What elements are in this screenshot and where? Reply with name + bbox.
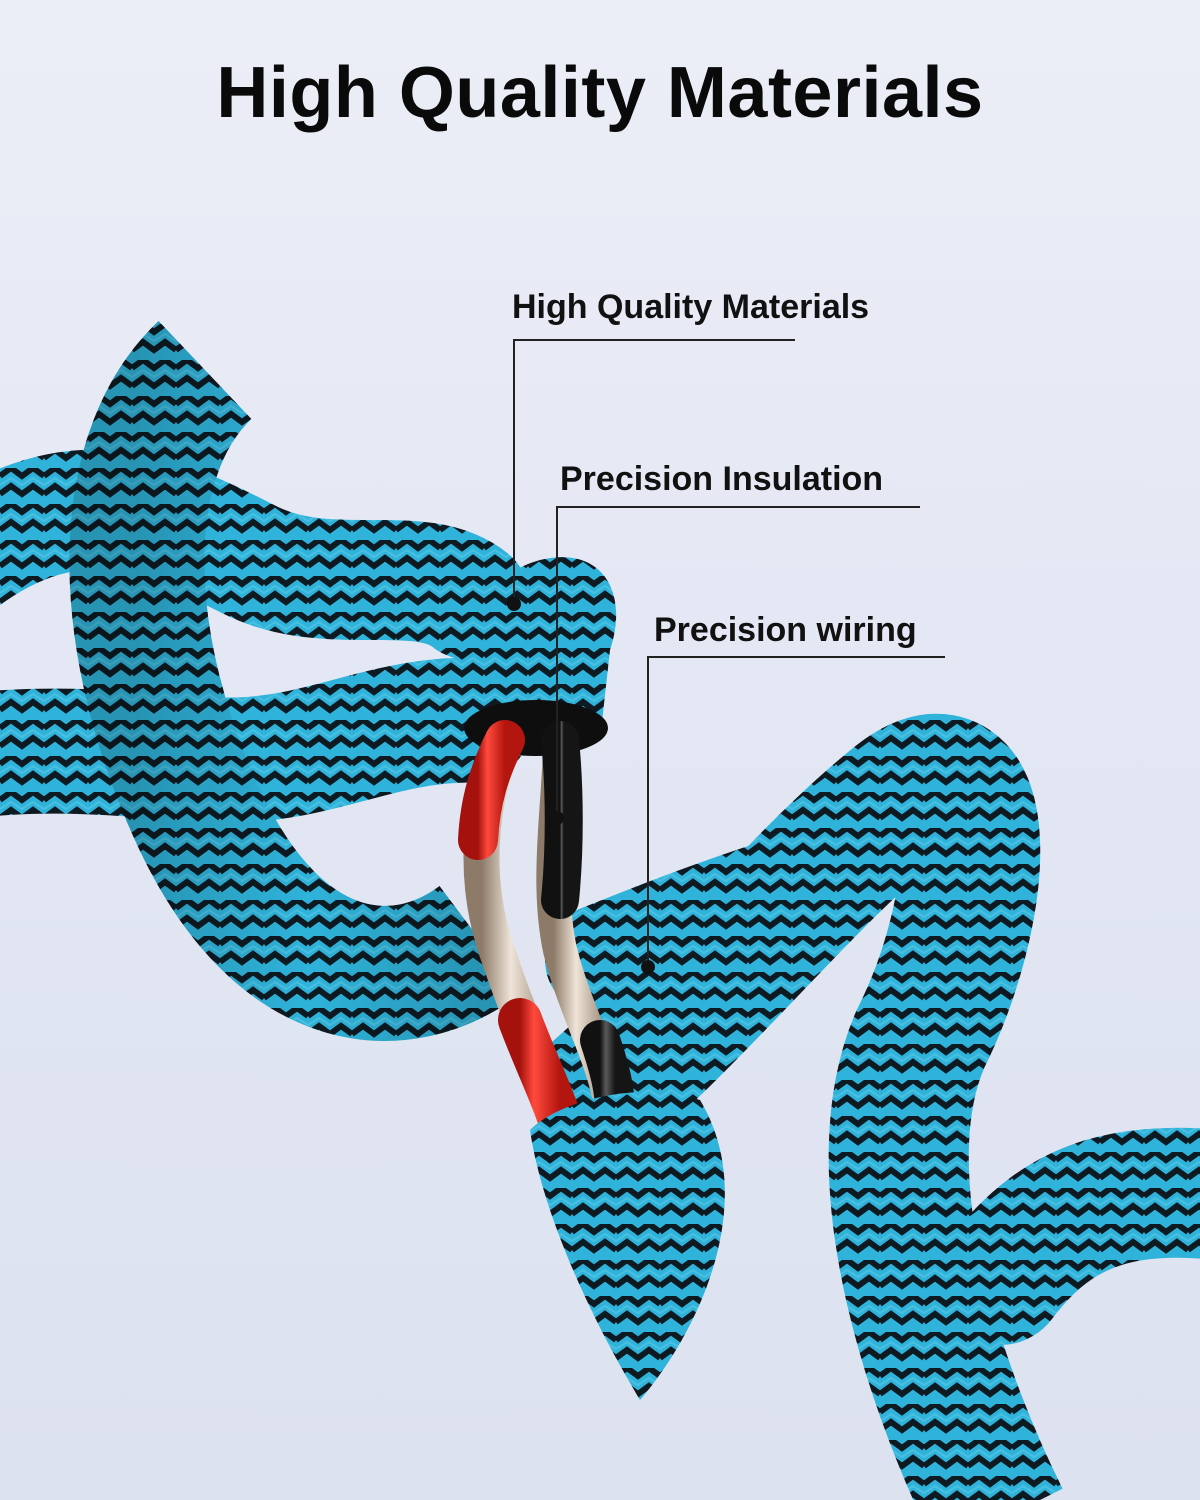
callout-leaders: [513, 339, 945, 967]
cable-cut-end-lower: [530, 1091, 725, 1400]
callout-dot-wiring: [641, 960, 655, 974]
callout-dot-insulation: [550, 811, 564, 825]
callout-label-materials: High Quality Materials: [512, 288, 870, 326]
cable-coil-front: [69, 321, 1063, 1500]
red-insulation-upper: [458, 720, 525, 860]
exposed-wires: [458, 720, 635, 1142]
callout-label-insulation: Precision Insulation: [560, 460, 884, 498]
callout-dots: [507, 597, 655, 974]
page-title: High Quality Materials: [216, 53, 984, 133]
red-insulation-lower: [498, 998, 582, 1142]
leader-precision-wiring: [647, 656, 945, 967]
leader-high-quality-materials: [513, 339, 795, 604]
callout-label-wiring: Precision wiring: [654, 611, 917, 649]
black-insulation-upper: [541, 721, 583, 919]
callout-dot-materials: [507, 597, 521, 611]
leader-precision-insulation: [556, 506, 920, 818]
